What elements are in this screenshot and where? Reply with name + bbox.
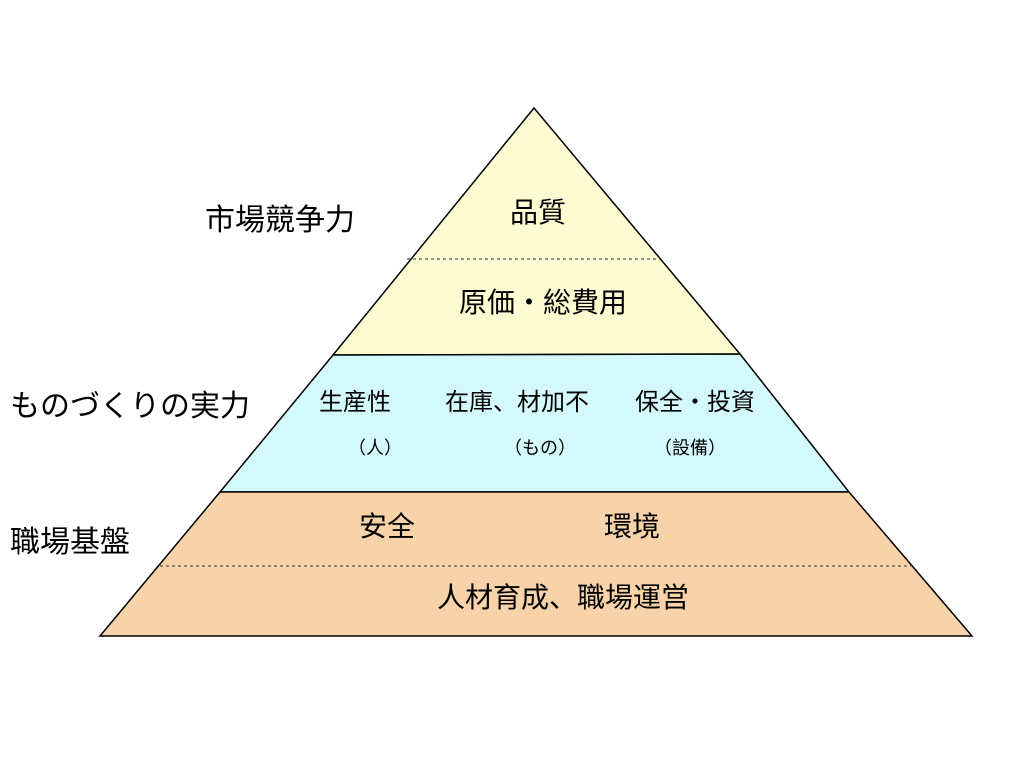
side-label-market: 市場競争力: [205, 203, 355, 238]
tier-monozukuri-capability: [218, 353, 851, 493]
productivity-sub-label: （人）: [348, 438, 402, 459]
productivity-label: 生産性: [319, 388, 391, 416]
maintenance-sub-label: （設備）: [654, 438, 726, 459]
quality-label: 品質: [509, 196, 567, 229]
side-label-monozukuri: ものづくりの実力: [10, 389, 250, 424]
tier-workplace-foundation: [98, 491, 974, 637]
cost-label: 原価・総費用: [458, 286, 628, 319]
inventory-sub-label: （もの）: [504, 438, 576, 459]
inventory-label: 在庫、材加不: [445, 388, 589, 416]
talent-management-label: 人材育成、職場運営: [436, 581, 690, 614]
environment-label: 環境: [603, 510, 661, 543]
side-label-foundation: 職場基盤: [10, 525, 130, 560]
maintenance-label: 保全・投資: [635, 388, 755, 416]
safety-label: 安全: [358, 510, 416, 543]
